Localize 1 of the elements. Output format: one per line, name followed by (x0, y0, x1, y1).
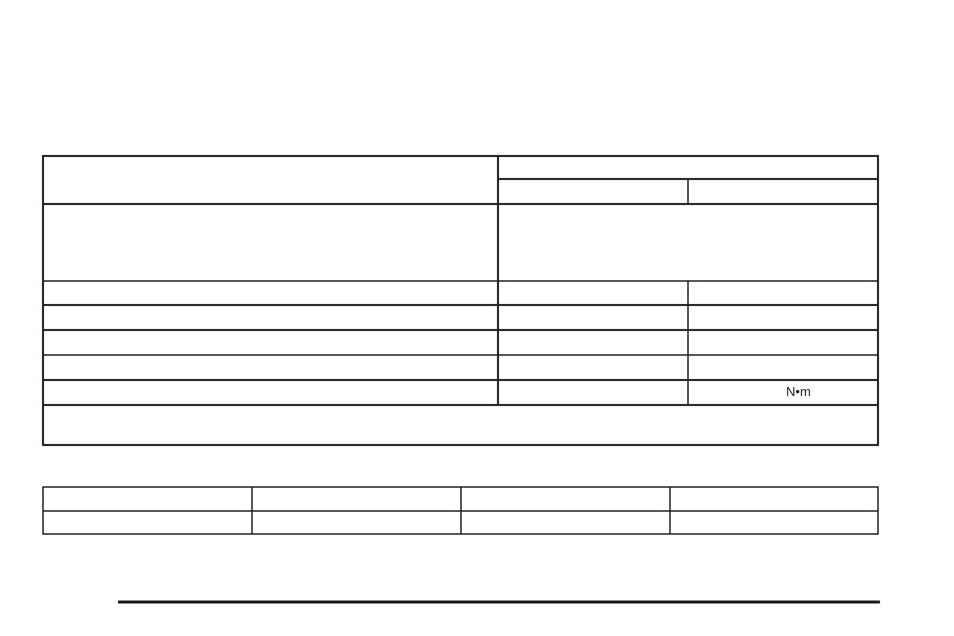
unit-label: N•m (786, 384, 811, 400)
